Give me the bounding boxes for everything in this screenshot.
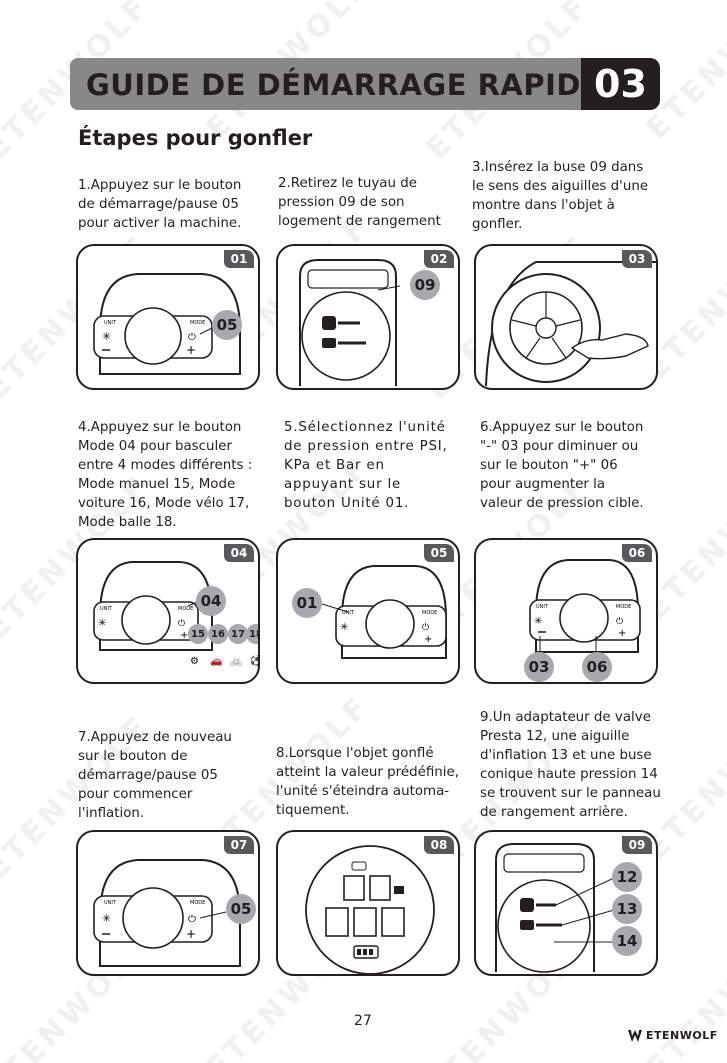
svg-text:UNIT: UNIT xyxy=(104,900,117,906)
wolf-logo-icon xyxy=(628,1029,642,1042)
svg-text:⚽: ⚽ xyxy=(249,654,260,667)
display-screen-illustration xyxy=(305,845,435,974)
callout-05: 05 xyxy=(212,310,242,340)
brand-logo: ETENWOLF xyxy=(628,1029,718,1042)
step-6-text: 6.Appuyez sur le bouton"-" 03 pour dimin… xyxy=(480,420,644,511)
svg-text:UNIT: UNIT xyxy=(100,606,113,612)
device-front-illustration: UNIT MODE ✳ ⏻ + xyxy=(93,273,241,375)
panel-number: 09 xyxy=(622,836,652,854)
svg-text:+: + xyxy=(186,343,196,357)
svg-text:MODE: MODE xyxy=(178,606,193,612)
svg-text:⏻: ⏻ xyxy=(616,616,623,627)
svg-text:⏻: ⏻ xyxy=(188,332,196,343)
section-title: Étapes pour gonfler xyxy=(78,126,313,150)
section-number-badge: 03 xyxy=(581,58,660,110)
illustration-panel-08: 08 xyxy=(276,830,460,976)
svg-text:✳: ✳ xyxy=(102,912,111,925)
callout-14: 14 xyxy=(612,926,642,956)
page-title: GUIDE DE DÉMARRAGE RAPIDE xyxy=(86,68,602,102)
svg-text:⏻: ⏻ xyxy=(178,618,185,629)
panel-number: 04 xyxy=(224,544,254,562)
header-bar xyxy=(70,58,590,110)
callout-03: 03 xyxy=(524,652,554,682)
svg-text:⏻: ⏻ xyxy=(422,622,429,633)
device-unit-illustration: UNIT MODE ✳ ⏻ + xyxy=(321,565,447,659)
illustration-panel-01: UNIT MODE ✳ ⏻ + 01 05 xyxy=(76,244,260,390)
illustration-panel-03: 03 xyxy=(474,244,658,390)
mode-callout-18: 18 xyxy=(246,624,258,644)
illustration-panel-09: 09 12 13 14 xyxy=(474,830,658,976)
svg-text:+: + xyxy=(618,628,626,639)
svg-text:+: + xyxy=(424,634,432,645)
callout-13: 13 xyxy=(612,894,642,924)
svg-text:+: + xyxy=(186,927,196,941)
callout-06: 06 xyxy=(582,652,612,682)
svg-text:⏻: ⏻ xyxy=(188,914,196,925)
svg-text:MODE: MODE xyxy=(190,320,205,326)
device-plus-minus-illustration: UNIT MODE ✳ ⏻ + xyxy=(529,559,641,656)
panel-number: 02 xyxy=(424,250,454,268)
illustration-panel-02: 02 09 xyxy=(276,244,460,390)
callout-01: 01 xyxy=(292,588,322,618)
device-start-illustration: UNIT MODE ✳ ⏻ + xyxy=(93,859,241,967)
svg-text:⚙: ⚙ xyxy=(190,656,199,667)
panel-number: 08 xyxy=(424,836,454,854)
svg-text:MODE: MODE xyxy=(190,900,205,906)
svg-text:✳: ✳ xyxy=(102,330,111,343)
svg-text:✳: ✳ xyxy=(340,622,348,633)
svg-text:🚲: 🚲 xyxy=(230,656,242,667)
panel-number: 03 xyxy=(622,250,652,268)
illustration-panel-04: UNIT MODE ✳ ⏻ + ⚙ 🚗 🚲 ⚽ 04 04 15 16 17 1… xyxy=(76,538,260,684)
page-number: 27 xyxy=(354,1013,372,1029)
svg-text:✳: ✳ xyxy=(98,618,106,629)
device-mode-illustration: UNIT MODE ✳ ⏻ + ⚙ 🚗 🚲 ⚽ xyxy=(93,561,260,667)
illustration-panel-05: UNIT MODE ✳ ⏻ + 05 01 xyxy=(276,538,460,684)
panel-number: 01 xyxy=(224,250,254,268)
svg-text:MODE: MODE xyxy=(616,604,631,610)
device-back-illustration xyxy=(299,259,401,386)
storage-panel-illustration xyxy=(495,843,615,973)
panel-number: 06 xyxy=(622,544,652,562)
callout-04: 04 xyxy=(196,586,226,616)
brand-name: ETENWOLF xyxy=(646,1029,718,1042)
svg-text:MODE: MODE xyxy=(422,610,437,616)
svg-text:🚗: 🚗 xyxy=(210,656,222,667)
svg-text:UNIT: UNIT xyxy=(536,604,549,610)
panel-number: 07 xyxy=(224,836,254,854)
svg-text:+: + xyxy=(180,630,188,641)
mode-callout-17: 17 xyxy=(228,624,248,644)
svg-text:UNIT: UNIT xyxy=(342,610,355,616)
panel-number: 05 xyxy=(424,544,454,562)
illustration-panel-07: UNIT MODE ✳ ⏻ + 07 05 xyxy=(76,830,260,976)
illustration-panel-06: UNIT MODE ✳ ⏻ + 06 03 06 xyxy=(474,538,658,684)
mode-callout-15: 15 xyxy=(188,624,208,644)
svg-text:✳: ✳ xyxy=(534,616,542,627)
mode-callout-16: 16 xyxy=(208,624,228,644)
svg-text:UNIT: UNIT xyxy=(104,320,117,326)
tire-inflation-illustration xyxy=(485,261,656,387)
callout-09: 09 xyxy=(410,270,440,300)
callout-12: 12 xyxy=(612,862,642,892)
callout-05: 05 xyxy=(226,894,256,924)
